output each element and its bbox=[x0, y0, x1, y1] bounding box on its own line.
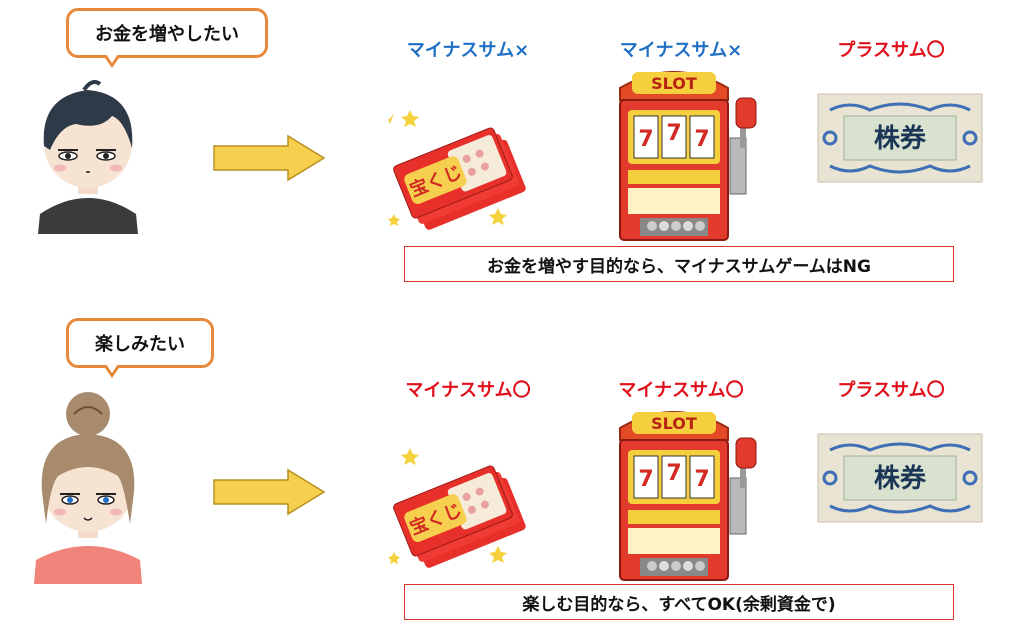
person-boy-illustration bbox=[26, 64, 150, 234]
speech-bubble: 楽しみたい bbox=[66, 318, 214, 378]
svg-text:7: 7 bbox=[694, 127, 709, 152]
label-lottery: マイナスサム〇 bbox=[405, 380, 531, 401]
label-lottery: マイナスサム× bbox=[406, 40, 530, 61]
stock-certificate-illustration: 株券 bbox=[816, 92, 984, 184]
row-increase-money: お金を増やしたい マイナスサム× マイナスサム× プラスサム〇 bbox=[26, 8, 984, 282]
slot-machine-illustration: SLOT 7 7 7 bbox=[612, 58, 772, 242]
right-arrow-icon bbox=[212, 134, 328, 182]
speech-text: お金を増やしたい bbox=[95, 24, 239, 45]
label-slot: マイナスサム× bbox=[619, 40, 743, 61]
stock-label: 株券 bbox=[874, 464, 927, 494]
stock-label: 株券 bbox=[874, 124, 927, 154]
note-box: 楽しむ目的なら、すべてOK(余剰資金で) bbox=[404, 584, 954, 620]
note-box: お金を増やす目的なら、マイナスサムゲームはNG bbox=[404, 246, 954, 282]
svg-text:7: 7 bbox=[638, 467, 653, 492]
note-text: お金を増やす目的なら、マイナスサムゲームはNG bbox=[487, 256, 871, 277]
speech-text: 楽しみたい bbox=[95, 334, 185, 355]
slot-label: SLOT bbox=[651, 74, 697, 93]
label-stock: プラスサム〇 bbox=[837, 40, 945, 61]
right-arrow-icon bbox=[212, 468, 328, 516]
lottery-ticket-illustration: 宝くじ bbox=[380, 428, 530, 578]
label-slot: マイナスサム〇 bbox=[618, 380, 744, 401]
slot-machine-illustration: SLOT 7 7 7 bbox=[612, 398, 772, 582]
note-text: 楽しむ目的なら、すべてOK(余剰資金で) bbox=[522, 594, 836, 615]
svg-text:7: 7 bbox=[694, 467, 709, 492]
row-have-fun: 楽しみたい マイナスサム〇 マイナスサム〇 プラスサム〇 bbox=[0, 312, 1024, 624]
lottery-ticket-illustration: 宝くじ bbox=[380, 90, 530, 240]
stock-certificate-illustration: 株券 bbox=[816, 432, 984, 524]
svg-text:7: 7 bbox=[666, 121, 681, 146]
label-stock: プラスサム〇 bbox=[837, 380, 945, 401]
svg-text:7: 7 bbox=[666, 461, 681, 486]
speech-bubble: お金を増やしたい bbox=[66, 8, 268, 68]
slot-label: SLOT bbox=[651, 414, 697, 433]
person-girl-illustration bbox=[26, 384, 150, 584]
svg-text:7: 7 bbox=[638, 127, 653, 152]
